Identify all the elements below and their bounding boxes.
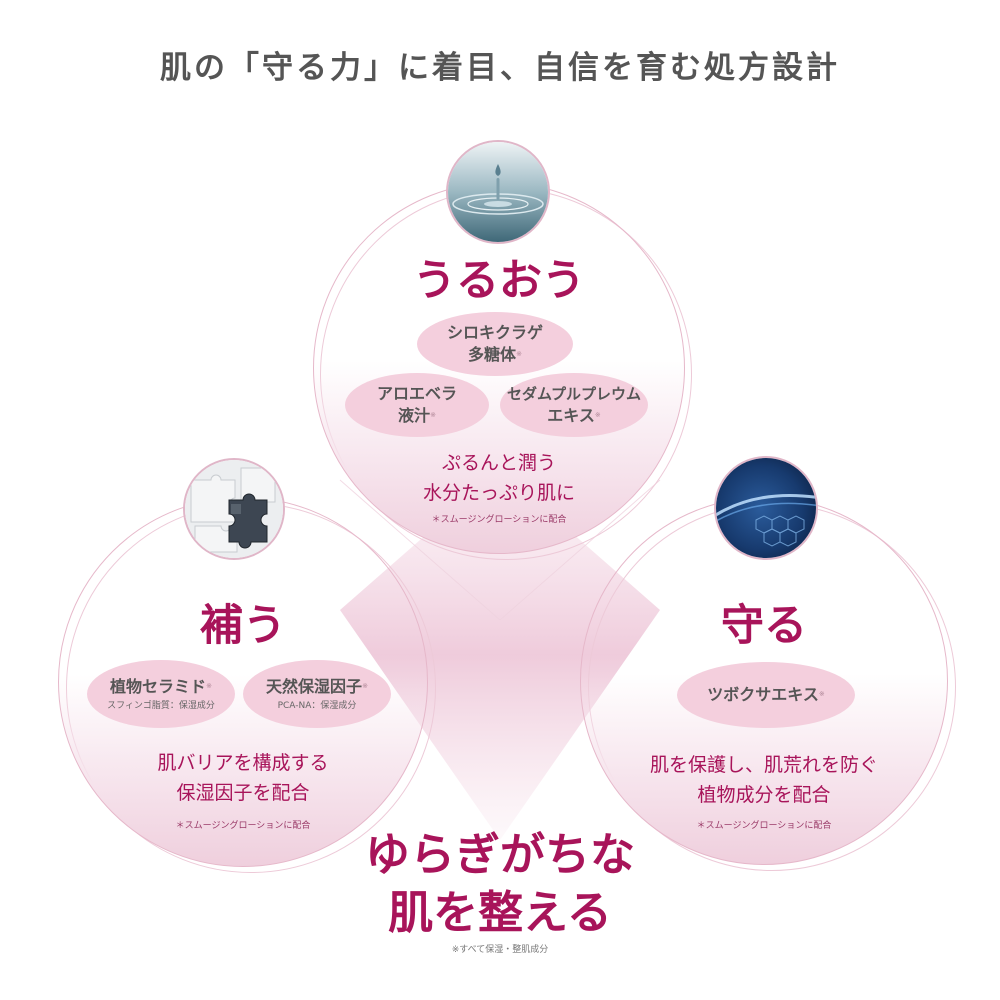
ingredient-line: 植物セラミド [110,677,207,696]
desc-line: ぷるんと潤う [441,452,556,474]
ingredient-tsubokusa: ツボクサエキス※ [677,662,855,728]
ingredient-sub: PCA-NA：保湿成分 [277,701,357,711]
desc-line: 保湿因子を配合 [176,782,310,804]
desc-line: 水分たっぷり肌に [422,482,575,504]
right-note: ＊スムージングローションに配合 [696,821,832,831]
ingredient-mark: ※ [818,690,825,698]
desc-line: 肌を保護し、肌荒れを防ぐ [649,754,878,776]
final-line: ゆらぎがちな [364,828,635,881]
ingredient-line: 天然保湿因子 [266,677,363,696]
ingredient-line: シロキクラゲ [446,323,543,342]
top-description: ぷるんと潤う 水分たっぷり肌に [313,448,685,508]
puzzle-icon [183,458,285,560]
left-description: 肌バリアを構成する 保湿因子を配合 [58,748,428,808]
right-description: 肌を保護し、肌荒れを防ぐ 植物成分を配合 [580,750,948,810]
ingredient-plant-ceramide: 植物セラミド※ スフィンゴ脂質：保湿成分 [87,660,235,728]
ingredient-line: 液汁 [398,406,431,425]
final-line: 肌を整える [388,886,612,939]
right-heading: 守る [721,601,807,651]
ingredient-mark: ※ [362,682,368,690]
ingredient-line: 多糖体 [468,345,517,364]
left-note: ＊スムージングローションに配合 [175,821,311,831]
water-droplet-icon [446,140,550,244]
final-message: ゆらぎがちな 肌を整える [250,826,750,942]
ingredient-mark: ※ [594,411,601,419]
ingredient-line: エキス [547,406,595,425]
ingredient-mark: ※ [430,411,436,419]
ingredient-line: アロエベラ [376,384,457,403]
top-heading: うるおう [413,256,585,306]
ingredient-line: ツボクサエキス [707,685,819,704]
desc-line: 肌バリアを構成する [157,752,329,774]
ingredient-nmf: 天然保湿因子※ PCA-NA：保湿成分 [243,660,391,728]
ingredient-shirokikurage: シロキクラゲ 多糖体※ [417,312,573,376]
footnote: ※すべて保湿・整肌成分 [451,945,549,955]
top-note: ＊スムージングローションに配合 [431,515,567,525]
page-title: 肌の「守る力」に着目、自信を育む処方設計 [160,50,840,86]
desc-line: 植物成分を配合 [697,784,831,806]
ingredient-sub: スフィンゴ脂質：保湿成分 [107,701,215,711]
ingredient-sedum: セダムプルプレウム エキス※ [500,373,648,437]
left-heading: 補う [200,601,286,651]
ingredient-mark: ※ [206,682,212,690]
shield-hexagon-icon [714,456,818,560]
ingredient-line: セダムプルプレウム [506,385,642,403]
ingredient-aloe: アロエベラ 液汁※ [345,373,489,437]
ingredient-mark: ※ [516,350,522,358]
